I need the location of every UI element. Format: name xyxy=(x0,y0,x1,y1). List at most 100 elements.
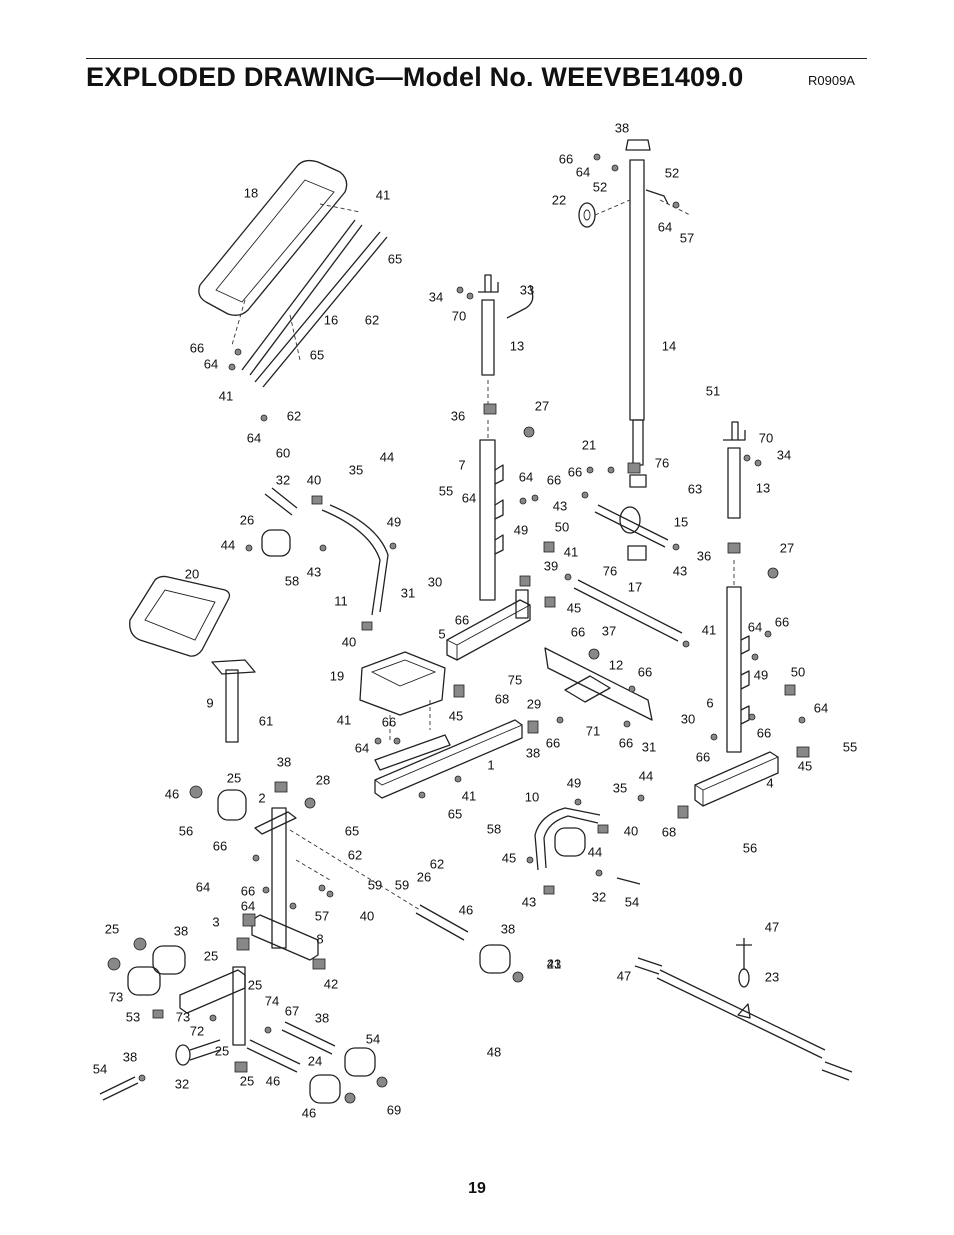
callout: 66 xyxy=(546,472,562,488)
callout: 73 xyxy=(108,989,124,1005)
callout: 55 xyxy=(438,483,454,499)
callout: 38 xyxy=(122,1049,138,1065)
callout: 58 xyxy=(486,821,502,837)
callout: 70 xyxy=(451,308,467,324)
callout: 66 xyxy=(570,624,586,640)
callout: 66 xyxy=(774,614,790,630)
page-number: 19 xyxy=(468,1180,486,1197)
weight-sleeve-24 xyxy=(175,1039,221,1066)
callout: 70 xyxy=(758,430,774,446)
callout: 35 xyxy=(348,462,364,478)
callout: 42 xyxy=(323,976,339,992)
callout: 6 xyxy=(706,695,714,711)
callout: 43 xyxy=(546,956,562,972)
callout: 43 xyxy=(672,563,688,579)
callout: 31 xyxy=(400,585,416,601)
callout: 38 xyxy=(525,745,541,761)
callout: 44 xyxy=(220,537,236,553)
callout: 32 xyxy=(174,1076,190,1092)
callout: 64 xyxy=(813,700,829,716)
callout: 71 xyxy=(585,723,601,739)
callout: 49 xyxy=(386,514,402,530)
upright-7 xyxy=(479,420,504,601)
callout: 57 xyxy=(679,230,695,246)
callout: 64 xyxy=(575,164,591,180)
callout: 45 xyxy=(501,850,517,866)
callout: 41 xyxy=(218,388,234,404)
callout: 41 xyxy=(375,187,391,203)
callout: 4 xyxy=(766,775,774,791)
callout: 66 xyxy=(454,612,470,628)
callout: 43 xyxy=(521,894,537,910)
callout: 11 xyxy=(334,593,348,609)
callout: 32 xyxy=(275,472,291,488)
callout: 38 xyxy=(173,923,189,939)
callout: 66 xyxy=(695,749,711,765)
callout: 9 xyxy=(206,695,214,711)
callout: 64 xyxy=(657,219,673,235)
seat-pad xyxy=(359,651,446,740)
tubes xyxy=(99,487,641,1101)
callout: 46 xyxy=(265,1073,281,1089)
callout: 30 xyxy=(427,574,443,590)
callout: 59 xyxy=(367,877,383,893)
callout: 46 xyxy=(301,1105,317,1121)
callout: 48 xyxy=(486,1044,502,1060)
callout: 28 xyxy=(315,772,331,788)
callout: 66 xyxy=(558,151,574,167)
callout: 44 xyxy=(587,844,603,860)
callout: 62 xyxy=(347,847,363,863)
callout: 26 xyxy=(239,512,255,528)
callout: 34 xyxy=(428,289,444,305)
callout: 62 xyxy=(429,856,445,872)
leg-arm-11 xyxy=(321,504,389,616)
callout: 38 xyxy=(314,1010,330,1026)
callout: 30 xyxy=(680,711,696,727)
callout: 47 xyxy=(616,968,632,984)
callout: 12 xyxy=(608,657,624,673)
callout: 38 xyxy=(614,120,630,136)
callout: 49 xyxy=(566,775,582,791)
callout: 50 xyxy=(554,519,570,535)
callout: 36 xyxy=(696,548,712,564)
upright-6 xyxy=(723,421,750,753)
callout: 29 xyxy=(526,696,542,712)
seat-frame-1 xyxy=(374,719,523,799)
callout: 3 xyxy=(212,914,220,930)
callout: 64 xyxy=(246,430,262,446)
callout: 63 xyxy=(687,481,703,497)
front-leg-frame xyxy=(179,807,421,1046)
callout: 64 xyxy=(461,490,477,506)
callout: 14 xyxy=(661,338,677,354)
callout: 32 xyxy=(591,889,607,905)
callout: 39 xyxy=(543,558,559,574)
callout: 36 xyxy=(450,408,466,424)
callout: 41 xyxy=(336,712,352,728)
callout: 8 xyxy=(316,931,324,947)
callout: 21 xyxy=(546,956,562,972)
callout: 65 xyxy=(387,251,403,267)
callout: 25 xyxy=(226,770,242,786)
callout: 58 xyxy=(284,573,300,589)
callout: 55 xyxy=(842,739,858,755)
callout: 46 xyxy=(458,902,474,918)
callout: 25 xyxy=(239,1073,255,1089)
callout: 33 xyxy=(519,282,535,298)
callout: 61 xyxy=(258,713,274,729)
callout: 47 xyxy=(764,919,780,935)
callout: 66 xyxy=(381,714,397,730)
callout: 67 xyxy=(284,1003,300,1019)
callout: 76 xyxy=(602,563,618,579)
callout: 25 xyxy=(214,1043,230,1059)
callout: 18 xyxy=(243,185,259,201)
callout: 43 xyxy=(306,564,322,580)
callout: 44 xyxy=(638,768,654,784)
callout: 74 xyxy=(264,993,280,1009)
callout: 49 xyxy=(513,522,529,538)
callout: 41 xyxy=(563,544,579,560)
callout: 53 xyxy=(125,1009,141,1025)
callout: 76 xyxy=(654,455,670,471)
callout: 65 xyxy=(344,823,360,839)
callout: 31 xyxy=(641,739,657,755)
